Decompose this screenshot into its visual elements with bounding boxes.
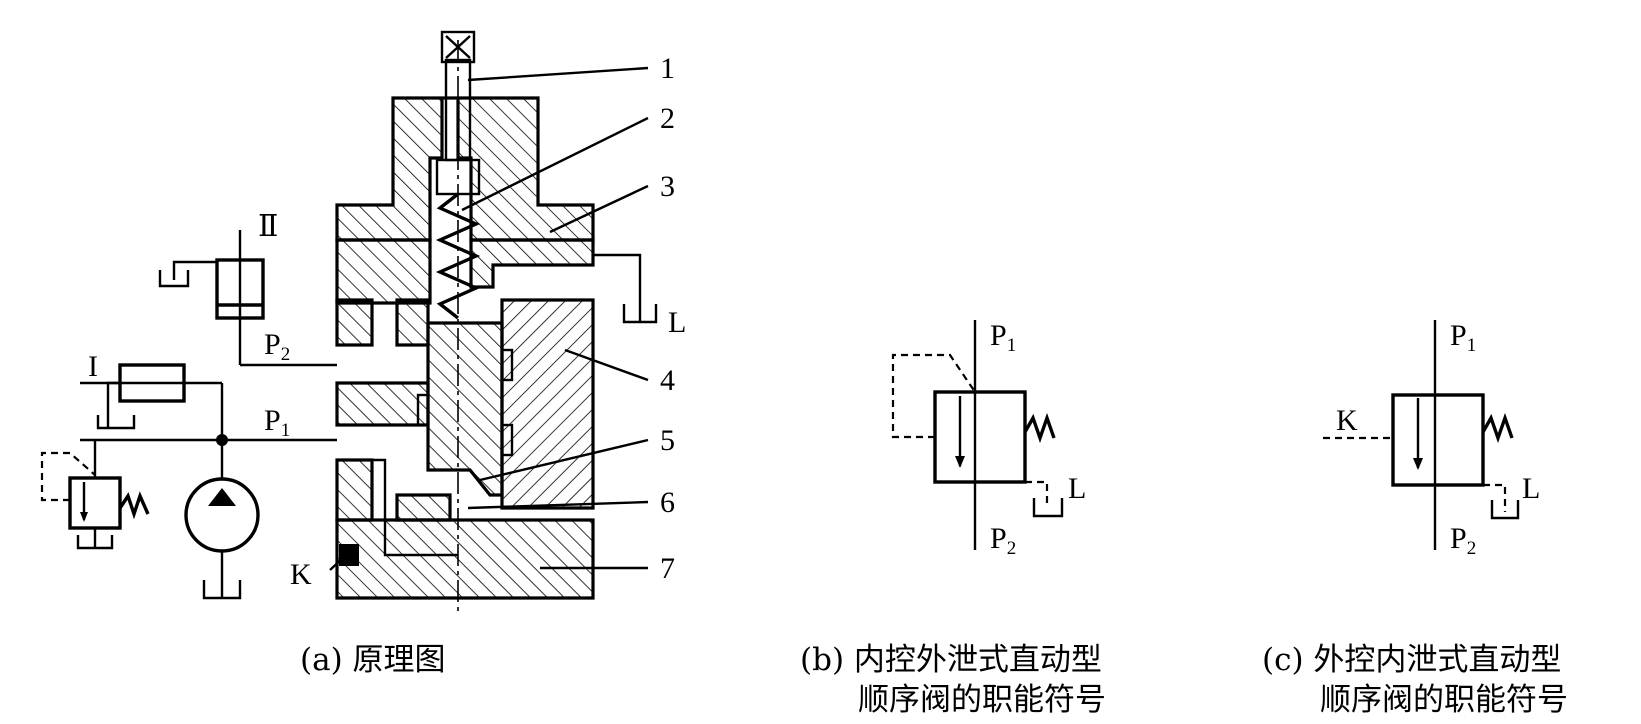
c-port-K-label: K	[1336, 404, 1358, 437]
actuator-II-icon	[215, 258, 265, 320]
valve-bottom-cover	[335, 518, 595, 600]
c-port-P1-label: P1	[1450, 319, 1476, 356]
caption-b-line1: (b) 内控外泄式直动型	[800, 642, 1102, 678]
port-P1-label: P1	[264, 404, 290, 441]
part-label-4: 4	[660, 364, 675, 397]
b-port-L-label: L	[1068, 472, 1086, 505]
part-label-5: 5	[660, 424, 675, 457]
caption-a: (a) 原理图	[300, 642, 446, 678]
part-label-7: 7	[660, 552, 675, 585]
pump-tank-icon	[202, 580, 242, 600]
control-passage	[372, 458, 458, 557]
part-label-6: 6	[660, 486, 675, 519]
relief-valve-icon	[68, 476, 122, 530]
port-K-label: K	[290, 558, 312, 591]
drain-line	[593, 253, 642, 322]
b-flow-arrow-icon	[955, 456, 965, 468]
b-pilot-line	[891, 353, 976, 439]
b-port-P2-label: P2	[990, 522, 1016, 559]
pump-arrow-icon	[208, 488, 236, 506]
valve-body-left-lower	[335, 458, 374, 522]
b-tank-icon	[1032, 498, 1064, 518]
port-P2-label: P2	[264, 328, 290, 365]
valve-spool	[426, 321, 504, 497]
c-spring-icon	[1481, 412, 1514, 444]
relief-spring-icon	[118, 491, 150, 520]
actuator-I-label: I	[88, 350, 98, 383]
b-port-P1-label: P1	[990, 319, 1016, 356]
relief-tank-icon	[76, 535, 114, 550]
b-spring-icon	[1023, 412, 1056, 444]
b-drain-line	[1025, 480, 1049, 508]
part-label-2: 2	[660, 102, 675, 135]
port-L-label: L	[668, 306, 686, 339]
caption-c-line1: (c) 外控内泄式直动型	[1262, 642, 1561, 678]
diagram-b: P1 P2 L (b) 内控外泄式直动型 顺序阀的职能符号	[800, 319, 1106, 718]
diagram-a: 1 2 3 4 5 6 7 L K P2 P1 I Ⅱ (a) 原理图	[40, 30, 686, 678]
part-label-1: 1	[660, 52, 675, 85]
c-drain-line	[1483, 483, 1507, 512]
diagram-c: P1 P2 L K (c) 外控内泄式直动型 顺序阀的职能符号	[1262, 319, 1568, 718]
actuator-II-label: Ⅱ	[258, 210, 278, 243]
valve-body-left-mid	[335, 298, 374, 347]
part-label-3: 3	[660, 170, 675, 203]
actuator-I-tank-icon	[96, 415, 136, 430]
caption-c-line2: 顺序阀的职能符号	[1320, 682, 1568, 718]
c-port-P2-label: P2	[1450, 522, 1476, 559]
port-K-plug	[339, 544, 359, 566]
valve-body-left-land	[335, 381, 430, 427]
valve-control-piston	[395, 493, 452, 522]
valve-body-left-ring	[395, 298, 430, 347]
c-flow-arrow-icon	[1413, 458, 1423, 470]
spring-icon	[435, 192, 481, 320]
tank-L-icon	[622, 304, 658, 324]
valve-sleeve-right	[500, 298, 595, 510]
c-valve-box	[1391, 393, 1485, 487]
c-tank-icon	[1490, 500, 1520, 520]
valve-body-left-upper	[335, 238, 432, 305]
actuator-II-tank-icon	[158, 270, 190, 288]
c-port-L-label: L	[1522, 472, 1540, 505]
b-valve-box	[933, 390, 1027, 484]
caption-b-line2: 顺序阀的职能符号	[858, 682, 1106, 718]
valve-body-right-upper	[469, 238, 595, 289]
